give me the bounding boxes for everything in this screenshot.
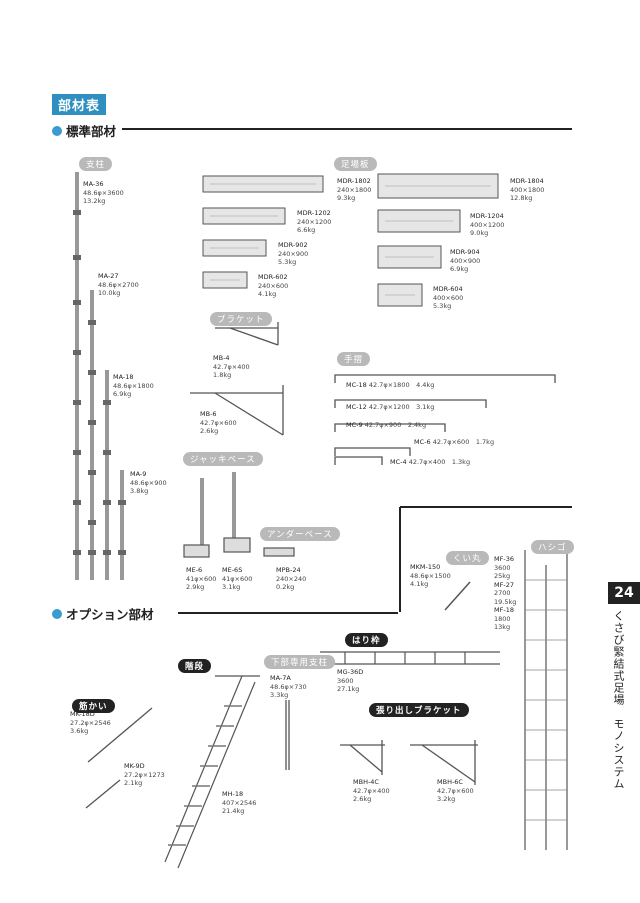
category-jack-base: ジャッキベース	[183, 452, 263, 466]
category-brace: 筋かい	[72, 699, 115, 713]
section-option: オプション部材	[52, 604, 154, 623]
item-spec-inline: MC-12 42.7φ×1200 3.1kg	[346, 403, 435, 411]
side-title: くさび緊結式足場	[612, 610, 625, 706]
bullet-icon	[52, 125, 62, 136]
category-post: 支柱	[79, 157, 113, 171]
side-subtitle: モノシステム	[612, 718, 625, 790]
page-number-tab: 24	[608, 582, 640, 604]
category-under-base: アンダーベース	[260, 527, 340, 541]
category-pile: くい丸	[446, 551, 489, 565]
section-standard-label: 標準部材	[66, 124, 117, 139]
category-ext-bracket: 張り出しブラケット	[369, 703, 469, 717]
item-spec-inline: MC-4 42.7φ×400 1.3kg	[390, 458, 471, 466]
category-frame: はり枠	[345, 633, 388, 647]
section-option-label: オプション部材	[66, 607, 154, 622]
section-rule	[122, 128, 572, 130]
category-plank: 足場板	[334, 157, 377, 171]
item-spec-inline: MC-9 42.7φ×900 2.4kg	[346, 421, 427, 429]
category-ladder: ハシゴ	[531, 540, 574, 554]
page-title: 部材表	[52, 94, 107, 115]
item-spec-inline: MC-18 42.7φ×1800 4.4kg	[346, 381, 435, 389]
bullet-icon	[52, 608, 62, 619]
section-standard: 標準部材	[52, 121, 116, 140]
category-bracket: ブラケット	[210, 312, 272, 326]
category-bottom-post: 下部専用支柱	[264, 655, 336, 669]
section-rule	[178, 612, 398, 614]
category-handrail: 手摺	[337, 352, 371, 366]
item-spec-inline: MC-6 42.7φ×600 1.7kg	[414, 438, 495, 446]
category-stairs: 階段	[178, 659, 212, 673]
